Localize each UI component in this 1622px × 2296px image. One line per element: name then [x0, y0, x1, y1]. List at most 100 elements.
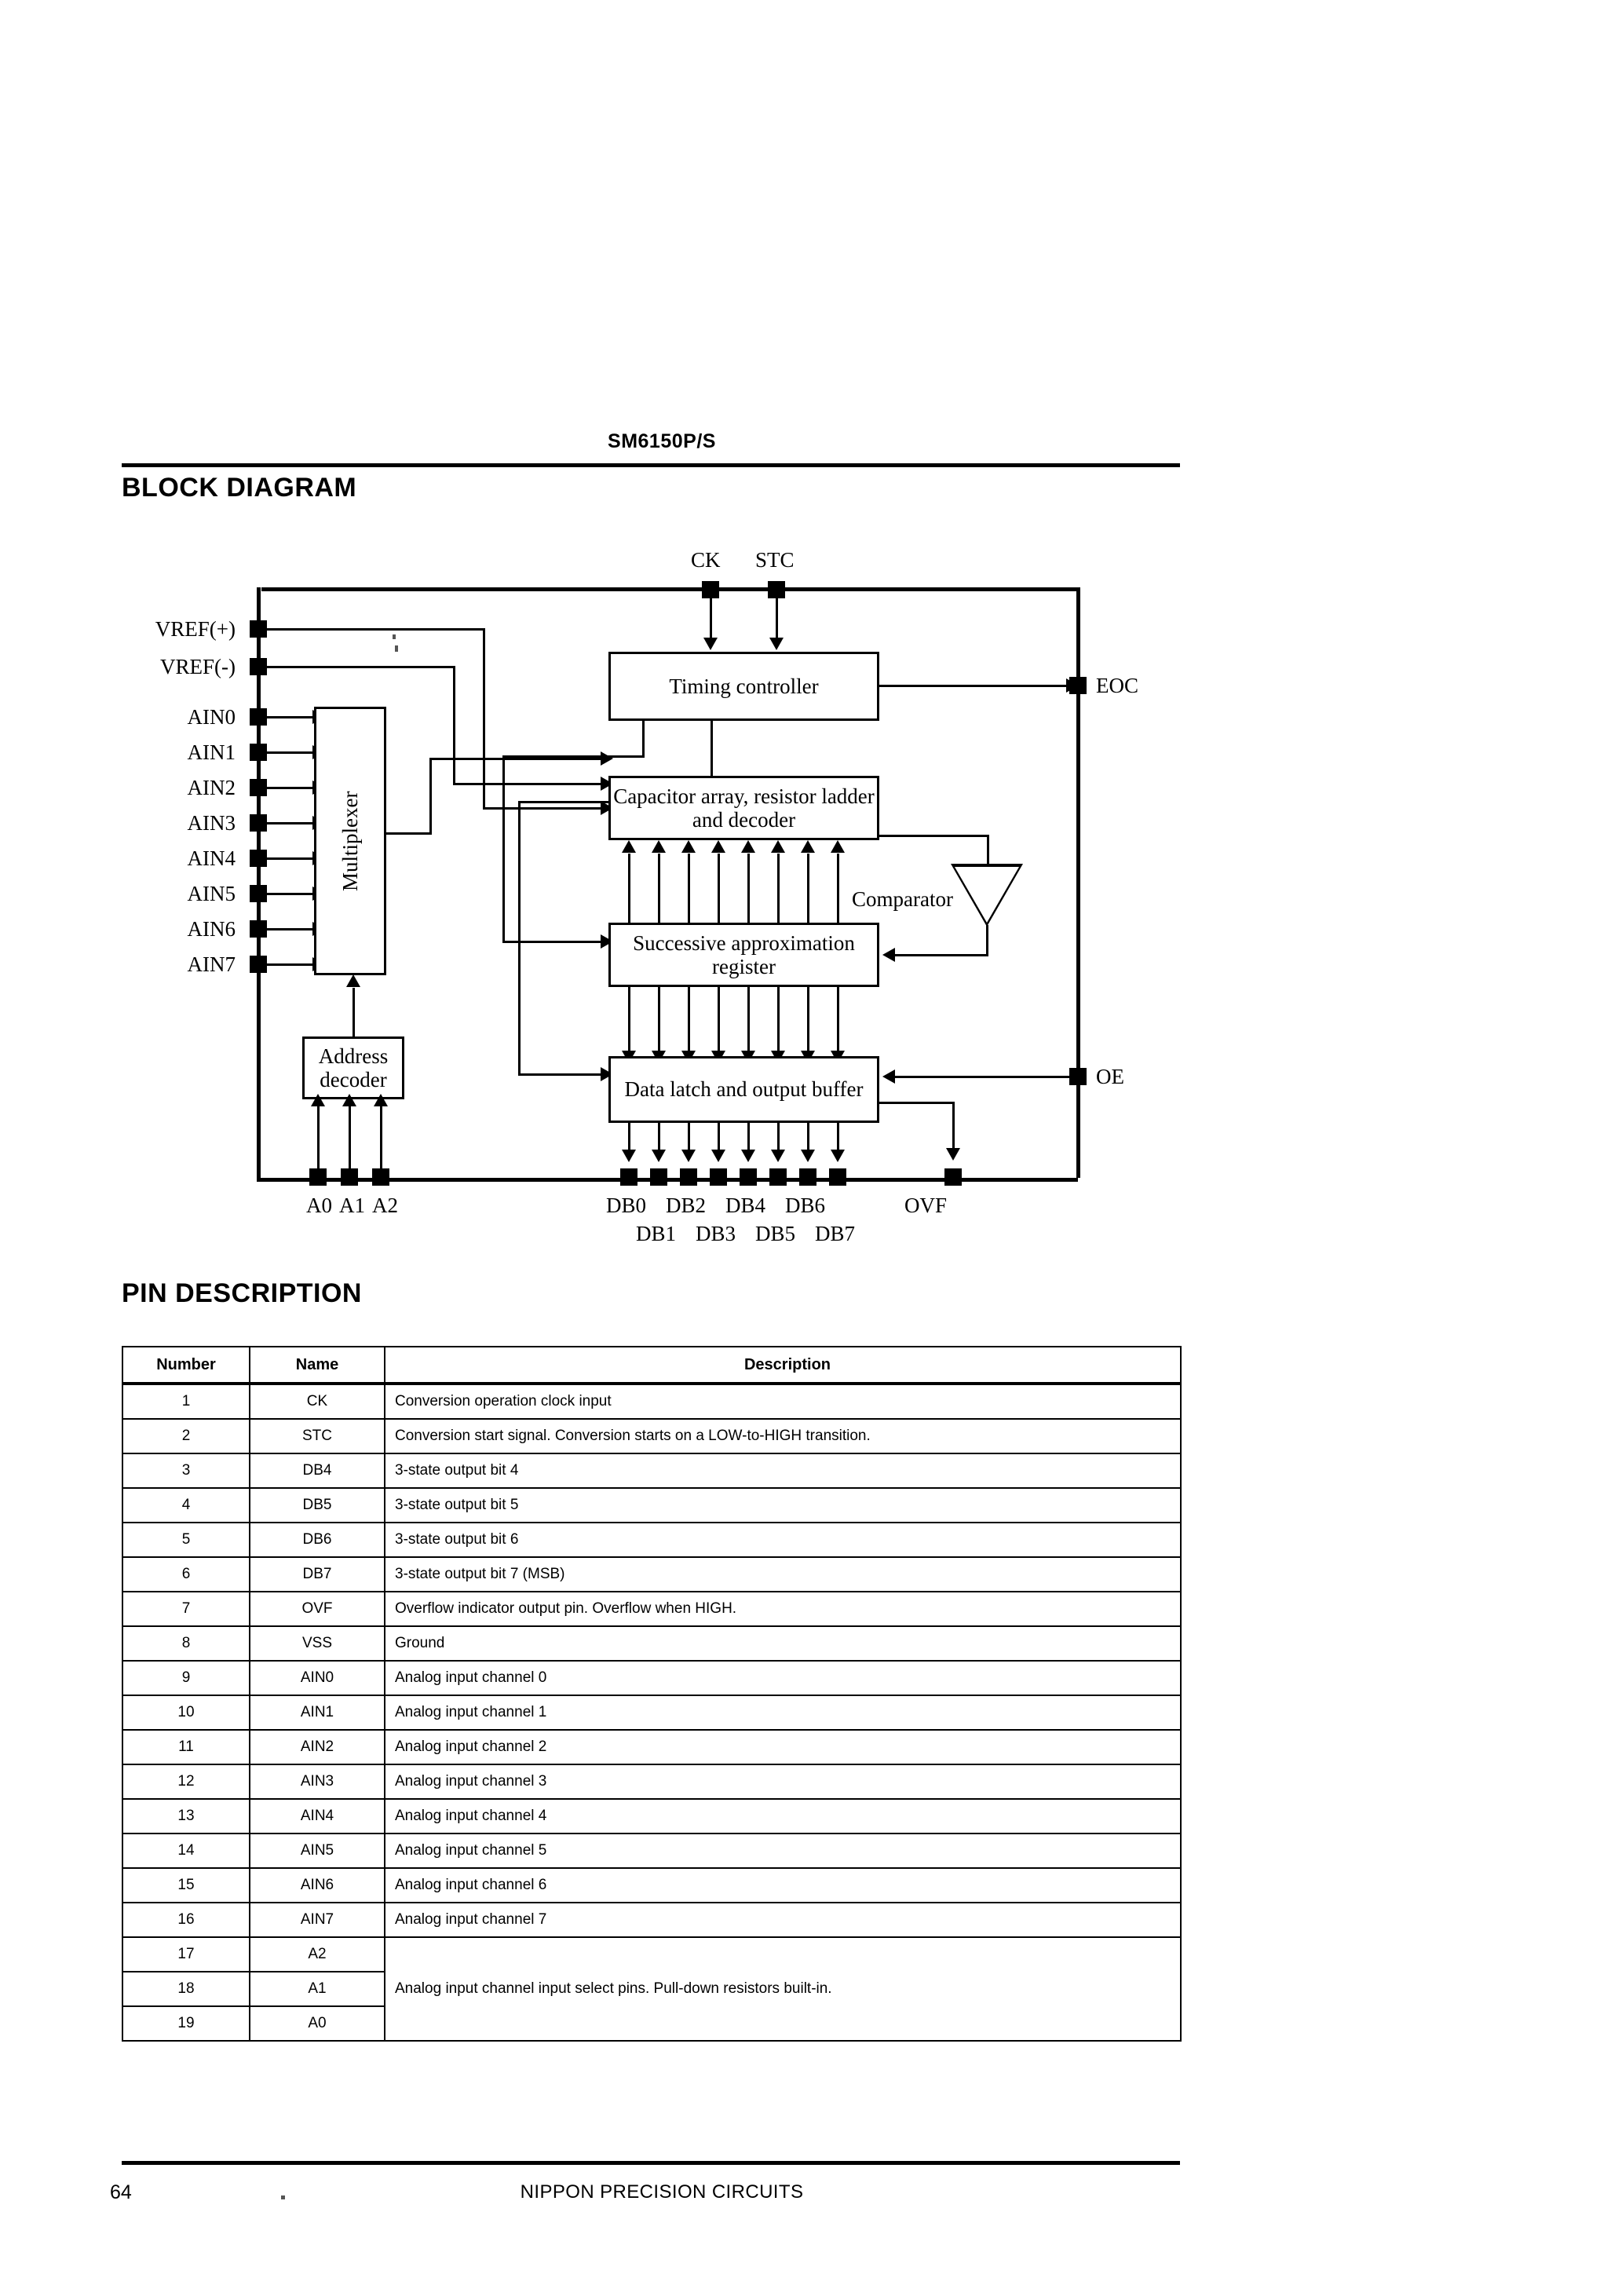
cell-description: Analog input channel 2: [384, 1729, 1182, 1765]
arrow-latch-db5: [771, 1150, 785, 1162]
wire-latch-db7: [837, 1121, 839, 1157]
pin-pad-eoc: [1069, 677, 1087, 694]
arrow-addrdec-mux: [346, 974, 360, 987]
wire-vrefp-h1: [267, 628, 485, 631]
arrow-vrefn-cap: [601, 777, 613, 791]
wire-sar-latch-2: [688, 985, 690, 1056]
arrow-a0-addrdec: [311, 1094, 325, 1106]
wire-ain1-mux: [267, 751, 316, 754]
pin-pad-ck: [702, 581, 719, 598]
arrow-a2-addrdec: [374, 1094, 388, 1106]
arrow-ain1-mux: [312, 745, 325, 759]
arrow-oe-latch: [882, 1069, 895, 1084]
arrow-sar-latch-5: [771, 1051, 785, 1063]
cell-number: 16: [122, 1902, 250, 1938]
wire-ain2-mux: [267, 787, 316, 789]
table-row: 11 AIN2 Analog input channel 2: [122, 1729, 1182, 1765]
pin-label-stc: STC: [755, 548, 795, 572]
wire-latch-db2: [688, 1121, 690, 1157]
wire-sar-latch-3: [718, 985, 720, 1056]
cell-name: AIN3: [249, 1764, 385, 1800]
pin-label-ck: CK: [691, 548, 721, 572]
arrow-latch-db1: [652, 1150, 666, 1162]
table-row: 5 DB6 3-state output bit 6: [122, 1522, 1182, 1558]
table-row: 2 STC Conversion start signal. Conversio…: [122, 1418, 1182, 1454]
pin-pad-a1: [341, 1168, 358, 1186]
arrow-sar-latch-7: [831, 1051, 845, 1063]
column-header-description: Description: [384, 1346, 1182, 1385]
table-row: 15 AIN6 Analog input channel 6: [122, 1867, 1182, 1903]
wire-latch-db5: [777, 1121, 780, 1157]
table-row: 4 DB5 3-state output bit 5: [122, 1487, 1182, 1523]
block-data-latch-output-buffer: Data latch and output buffer: [608, 1056, 879, 1123]
wire-sar-cap-1: [658, 854, 660, 924]
wire-a2-addrdec: [380, 1099, 382, 1168]
wire-latch-db4: [747, 1121, 750, 1157]
pin-pad-db2: [680, 1168, 697, 1186]
pin-description-table: Number Name Description 1 CK Conversion …: [122, 1346, 1182, 2042]
block-diagram-heading: BLOCK DIAGRAM: [122, 473, 357, 503]
wire-mux-out-h1: [385, 832, 432, 835]
wire-timing-out1-v2: [502, 755, 505, 943]
cell-name: A2: [249, 1936, 385, 1972]
arrow-ain0-mux: [312, 710, 325, 724]
pin-label-ain6: AIN6: [187, 917, 236, 941]
cell-number: 18: [122, 1971, 250, 2007]
comparator-label: Comparator: [852, 887, 953, 911]
cell-number: 2: [122, 1418, 250, 1454]
wire-sar-cap-6: [807, 854, 809, 924]
block-sar-label: Successive approximation register: [633, 930, 855, 978]
arrow-latch-ovf: [946, 1148, 960, 1161]
pin-label-db7: DB7: [815, 1222, 856, 1245]
pin-label-vrefp: VREF(+): [155, 617, 236, 641]
cell-number: 4: [122, 1487, 250, 1523]
arrow-sar-cap-6: [801, 840, 815, 853]
wire-latch-db0: [628, 1121, 630, 1157]
wire-sar-latch-0: [628, 985, 630, 1056]
cell-description: 3-state output bit 6: [384, 1522, 1182, 1558]
pin-description-heading: PIN DESCRIPTION: [122, 1278, 362, 1308]
pin-label-db4: DB4: [725, 1194, 766, 1217]
pin-pad-ain4: [250, 850, 267, 867]
cell-description: 3-state output bit 5: [384, 1487, 1182, 1523]
table-row: 3 DB4 3-state output bit 4: [122, 1453, 1182, 1489]
table-header-row: Number Name Description: [122, 1346, 1182, 1385]
arrow-ain2-mux: [312, 781, 325, 795]
wire-sar-cap-5: [777, 854, 780, 924]
pin-pad-ain0: [250, 708, 267, 726]
arrow-sar-cap-5: [771, 840, 785, 853]
arrow-sar-latch-6: [801, 1051, 815, 1063]
wire-ain0-mux: [267, 716, 316, 718]
cell-description: Analog input channel 1: [384, 1695, 1182, 1731]
arrow-ain5-mux: [312, 887, 325, 901]
arrow-ain7-mux: [312, 957, 325, 971]
block-multiplexer-label: Multiplexer: [338, 791, 362, 891]
wire-timing-out2-h: [518, 801, 713, 803]
cell-number: 11: [122, 1729, 250, 1765]
pin-pad-ain1: [250, 744, 267, 761]
arrow-sar-latch-1: [652, 1051, 666, 1063]
pin-pad-ain5: [250, 885, 267, 902]
cell-description: Overflow indicator output pin. Overflow …: [384, 1591, 1182, 1627]
wire-cap-comparator-h: [878, 835, 989, 837]
table-row: 16 AIN7 Analog input channel 7: [122, 1902, 1182, 1938]
table-row: 6 DB7 3-state output bit 7 (MSB): [122, 1556, 1182, 1592]
block-timing-controller: Timing controller: [608, 652, 879, 721]
arrow-latch-db2: [681, 1150, 696, 1162]
wire-ain3-mux: [267, 822, 316, 824]
pin-pad-db1: [650, 1168, 667, 1186]
cell-description: Conversion operation clock input: [384, 1383, 1182, 1420]
wire-sar-cap-3: [718, 854, 720, 924]
cell-name: A0: [249, 2005, 385, 2042]
table-row: 13 AIN4 Analog input channel 4: [122, 1798, 1182, 1834]
scan-speck-2: [395, 645, 398, 652]
arrow-sar-latch-3: [711, 1051, 725, 1063]
wire-left-rail: [257, 587, 261, 1181]
pin-label-a1: A1: [339, 1194, 365, 1217]
table-row: 14 AIN5 Analog input channel 5: [122, 1833, 1182, 1869]
wire-mux-out-v: [429, 758, 432, 835]
wire-a0-addrdec: [317, 1099, 320, 1168]
cell-description: Analog input channel 3: [384, 1764, 1182, 1800]
column-header-name: Name: [249, 1346, 385, 1385]
arrow-latch-db7: [831, 1150, 845, 1162]
